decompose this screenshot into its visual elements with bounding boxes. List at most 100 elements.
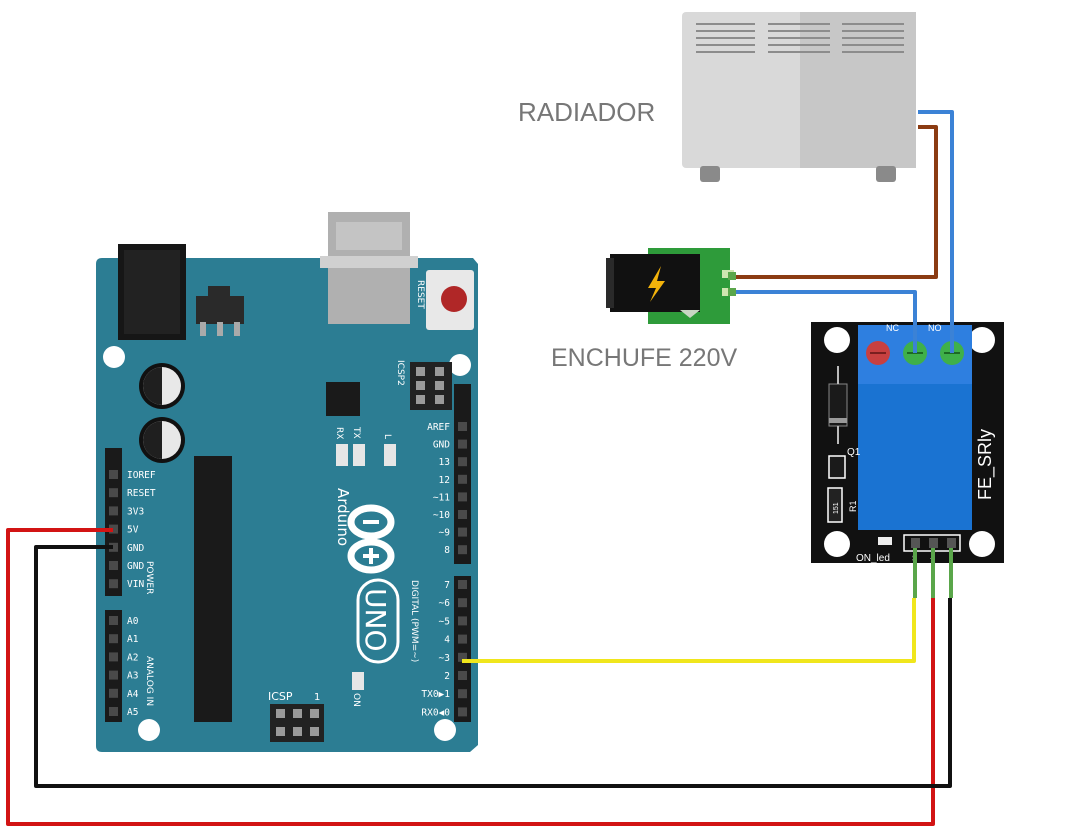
reset-label: RESET — [415, 280, 425, 309]
power-section-label: POWER — [144, 561, 154, 594]
analog-pin-hole[interactable] — [109, 670, 118, 680]
wire-5v — [6, 528, 935, 826]
power-pin-hole[interactable] — [109, 579, 118, 589]
icsp2-label: ICSP2 — [395, 360, 405, 386]
power-pin-hole[interactable] — [109, 542, 118, 552]
digital-pin-hole[interactable] — [458, 492, 467, 502]
digital-pin-label: 13 — [439, 457, 450, 468]
on-label: ON — [351, 693, 361, 707]
on-led-label: ON_led — [856, 553, 890, 564]
power-pin-hole[interactable] — [109, 506, 118, 516]
power-pin-label: 5V — [127, 525, 139, 536]
analog-pin-label: A1 — [127, 634, 139, 645]
digital-pin-label: 7 — [444, 580, 450, 591]
digital-pin-label: ~6 — [439, 598, 451, 609]
digital-pin-hole[interactable] — [458, 457, 467, 467]
analog-pin-hole[interactable] — [109, 707, 118, 716]
digital-pin-label: ~3 — [439, 653, 450, 664]
digital-pin-label: TX0▶1 — [421, 689, 450, 700]
relay-pin-leads — [913, 548, 953, 598]
transistor-q1 — [828, 455, 846, 479]
wire-gnd — [34, 545, 952, 788]
power-pin-label: VIN — [127, 579, 144, 590]
digital-pin-label: 12 — [439, 475, 450, 486]
r1-label: R1 — [848, 500, 858, 512]
plug-label: ENCHUFE 220V — [551, 344, 737, 372]
digital-header-bottom — [454, 576, 471, 722]
analog-pin-label: A0 — [127, 616, 139, 627]
analog-pin-hole[interactable] — [109, 616, 118, 625]
digital-pin-label: ~11 — [433, 492, 450, 503]
rx-label: RX — [334, 427, 344, 439]
relay-body — [858, 384, 972, 530]
header-pin-holes — [109, 422, 467, 717]
digital-section-label: DIGITAL (PWM=~) — [409, 580, 419, 662]
digital-pin-hole[interactable] — [458, 422, 467, 431]
digital-pin-label: GND — [433, 440, 450, 451]
on-led — [878, 537, 892, 545]
power-pin-hole[interactable] — [109, 561, 118, 570]
radiator-label: RADIADOR — [518, 97, 655, 127]
digital-pin-label: ~10 — [433, 510, 450, 521]
digital-pin-hole[interactable] — [458, 580, 467, 589]
digital-pin-hole[interactable] — [458, 439, 467, 449]
power-pin-hole[interactable] — [109, 488, 118, 498]
power-pin-label: RESET — [127, 488, 156, 499]
relay-nc-label: NC — [886, 323, 899, 333]
wire-brown-radiator-plug — [731, 125, 938, 279]
tx-label: TX — [351, 426, 361, 439]
power-pin-label: IOREF — [127, 470, 156, 481]
power-pin-label: GND — [127, 543, 144, 554]
wires — [6, 110, 954, 826]
analog-pin-label: A3 — [127, 671, 138, 682]
digital-pin-hole[interactable] — [458, 474, 467, 484]
model-label: UNO — [359, 588, 392, 651]
digital-pin-hole[interactable] — [458, 707, 467, 717]
digital-pin-label: RX0◀0 — [421, 707, 450, 718]
brand-label: Arduino — [334, 488, 352, 546]
digital-pin-hole[interactable] — [458, 527, 467, 537]
radiator — [682, 12, 916, 182]
arduino-logo-icon — [347, 504, 395, 574]
lightning-icon — [648, 266, 665, 302]
digital-pin-hole[interactable] — [458, 671, 467, 680]
power-pin-hole[interactable] — [109, 524, 118, 534]
digital-pin-label: ~9 — [439, 528, 451, 539]
power-pin-label: GND — [127, 561, 144, 572]
digital-pin-hole[interactable] — [458, 634, 467, 644]
r1-value: 151 — [833, 502, 840, 514]
analog-pin-label: A5 — [127, 707, 138, 718]
analog-pin-label: A2 — [127, 652, 138, 663]
radiator-grille — [696, 23, 904, 53]
digital-pin-label: 4 — [444, 635, 450, 646]
l-label: L — [382, 434, 392, 439]
arduino-board: RESET ICSP2 RX TX L ON — [96, 212, 478, 752]
digital-pin-hole[interactable] — [458, 689, 467, 699]
wire-blue-plug-nc — [731, 290, 917, 353]
power-plug — [606, 248, 734, 324]
digital-pin-label: 8 — [444, 545, 450, 556]
relay-module-name: FE_SRly — [975, 429, 996, 500]
analog-pin-hole[interactable] — [109, 634, 118, 644]
resistor-r1 — [827, 487, 843, 523]
digital-pin-hole[interactable] — [458, 616, 467, 626]
analog-section-label: ANALOG IN — [144, 656, 154, 706]
digital-pin-label: 2 — [444, 671, 450, 682]
digital-pin-hole[interactable] — [458, 545, 467, 555]
wire-signal-pin3 — [462, 598, 916, 663]
digital-header-top — [454, 384, 471, 564]
digital-pin-hole[interactable] — [458, 598, 467, 608]
power-pin-hole[interactable] — [109, 470, 118, 479]
icsp-label: ICSP — [268, 690, 293, 703]
analog-pin-hole[interactable] — [109, 652, 118, 662]
power-pin-label: 3V3 — [127, 506, 144, 517]
header-pin-labels: IOREFRESET3V35VGNDGNDVINA0A1A2A3A4A5AREF… — [127, 422, 450, 718]
analog-pin-label: A4 — [127, 689, 139, 700]
microcontroller-chip — [194, 456, 232, 722]
digital-pin-hole[interactable] — [458, 652, 467, 662]
relay-module: NC NO FE_SRly Q1 151 R1 ON_led S + - — [811, 322, 1004, 564]
digital-pin-hole[interactable] — [458, 510, 467, 519]
wire-blue-radiator-no — [918, 110, 954, 353]
analog-pin-hole[interactable] — [109, 688, 118, 698]
